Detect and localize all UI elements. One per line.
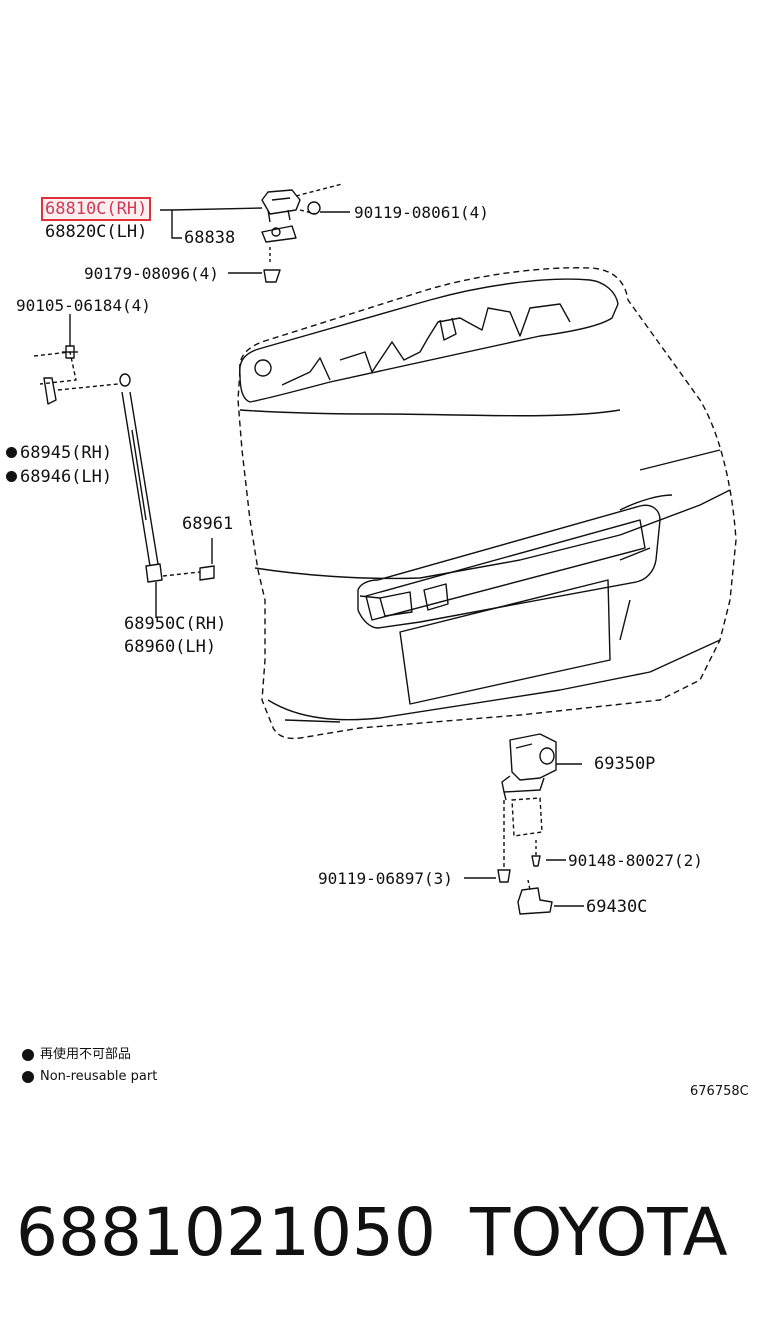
damper-stay [33,314,215,618]
legend-japanese: 再使用不可部品 [40,1047,132,1062]
part-label-90148-80027: 90148-80027(2) [568,851,703,870]
non-reusable-dot-icon [6,471,17,482]
legend-dot-icon [22,1071,34,1083]
back-door-panel [237,267,737,740]
legend-dot-icon [22,1049,34,1061]
part-label-68961: 68961 [182,514,234,534]
figure-reference: 676758C [690,1084,749,1099]
footer-brand: TOYOTA [470,1194,728,1271]
part-label-69350p: 69350P [594,754,656,774]
part-label-69430c: 69430C [586,897,648,917]
part-label-90119-08061: 90119-08061(4) [354,203,489,222]
part-label-68810c[interactable]: 68810C(RH) [40,197,152,221]
part-label-68820c: 68820C(LH) [45,222,148,242]
non-reusable-dot-icon [6,447,17,458]
part-label-68838: 68838 [184,228,236,248]
legend-english: Non-reusable part [40,1069,158,1084]
hinge-assembly [261,183,343,283]
part-label-68946: 68946(LH) [20,467,113,487]
part-label-68950c: 68950C(RH) [124,614,227,634]
footer-part-number: 6881021050 [16,1194,436,1271]
part-label-90179-08096: 90179-08096(4) [84,264,219,283]
lock-assembly [464,733,584,915]
part-label-68960: 68960(LH) [124,637,217,657]
part-label-90119-06897: 90119-06897(3) [318,869,453,888]
part-label-90105-06184: 90105-06184(4) [16,296,151,315]
part-label-68945: 68945(RH) [20,443,113,463]
